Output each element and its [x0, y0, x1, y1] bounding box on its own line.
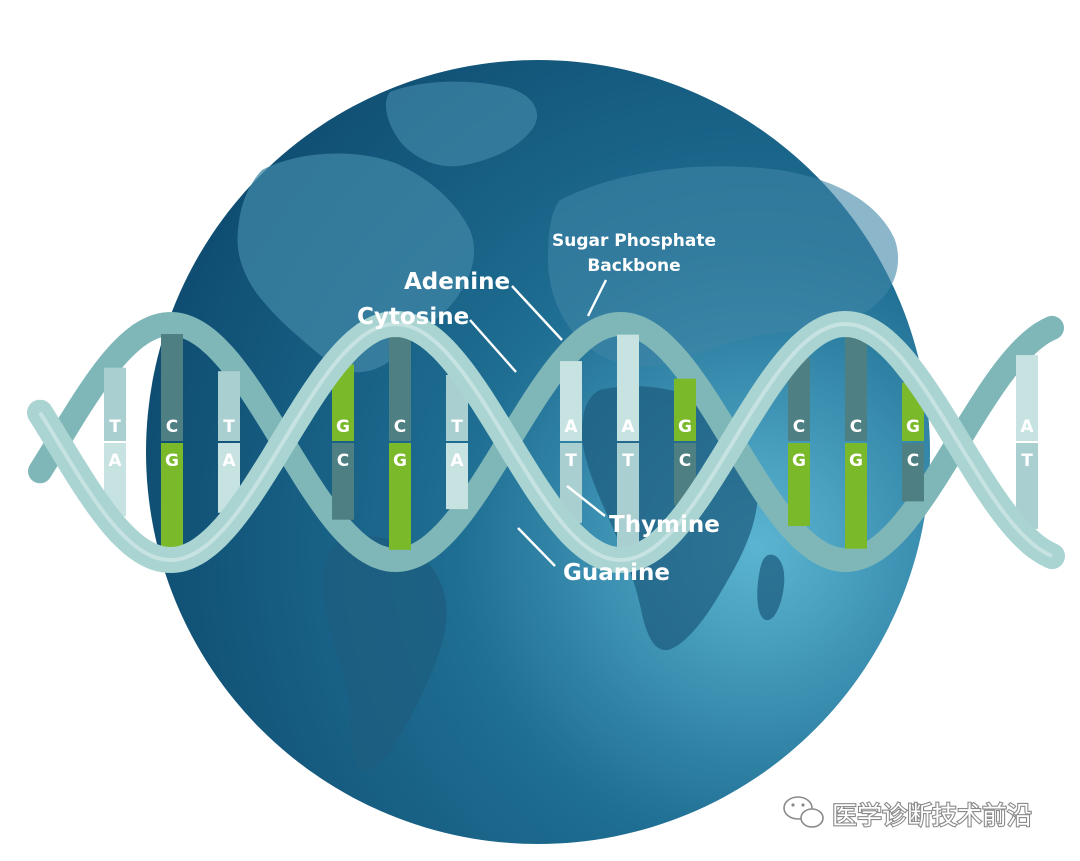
leader-backbone [586, 279, 608, 317]
watermark-text: 医学诊断技术前沿 [832, 801, 1032, 830]
label-guanine: Guanine [563, 560, 670, 586]
callout-lines [469, 279, 608, 567]
leader-adenine [511, 285, 563, 341]
globe [146, 60, 930, 844]
backbone-strand-highlight [38, 321, 1053, 563]
base-pair-10-top [617, 334, 639, 441]
backbone-strand-back [28, 311, 1064, 573]
base-letter-14-bottom: G [849, 451, 863, 471]
continent-madagascar [757, 554, 785, 621]
base-pair-10-bottom [617, 443, 639, 550]
base-letter-17-bottom: T [1021, 451, 1033, 471]
base-pair-1-top [104, 367, 126, 441]
base-pair-3-top [218, 371, 240, 441]
base-letter-10-top: A [621, 417, 635, 437]
base-pair-17-top [1016, 355, 1038, 441]
base-letter-9-bottom: T [565, 451, 577, 471]
base-pair-9-top [560, 361, 582, 441]
base-letter-15-top: G [906, 417, 920, 437]
base-letter-7-top: T [451, 417, 463, 437]
base-pair-5-bottom [332, 443, 354, 520]
backbone-strand-front [27, 310, 1065, 574]
base-letter-3-top: T [223, 417, 235, 437]
base-pair-9-bottom [560, 443, 582, 523]
callout-labels: Sugar Phosphate Backbone Adenine Cytosin… [357, 231, 720, 586]
base-letter-5-top: G [336, 417, 350, 437]
base-letter-13-top: C [793, 417, 805, 437]
base-pair-5-top [332, 364, 354, 441]
watermark: 医学诊断技术前沿 [783, 796, 1033, 831]
leader-guanine [517, 527, 556, 567]
base-letter-3-bottom: A [222, 451, 236, 471]
base-pair-6-top [389, 334, 411, 441]
label-adenine: Adenine [404, 269, 510, 295]
base-letter-1-top: T [109, 417, 121, 437]
leader-cytosine [469, 319, 517, 373]
base-letter-2-bottom: G [165, 451, 179, 471]
base-letter-14-top: C [850, 417, 862, 437]
wechat-icon [783, 796, 824, 828]
base-pair-1-bottom [104, 443, 126, 517]
label-thymine: Thymine [609, 512, 720, 538]
base-pair-14-bottom [845, 443, 867, 549]
label-backbone-line1: Sugar Phosphate [552, 231, 716, 251]
base-pair-13-top [788, 358, 810, 441]
base-pair-6-bottom [389, 443, 411, 550]
base-pair-7-bottom [446, 443, 468, 510]
base-letter-17-top: A [1020, 417, 1034, 437]
base-pair-13-bottom [788, 443, 810, 526]
base-letter-2-top: C [166, 417, 178, 437]
base-letter-11-bottom: C [679, 451, 691, 471]
leader-thymine [566, 485, 606, 517]
base-pair-17-bottom [1016, 443, 1038, 529]
label-cytosine: Cytosine [357, 304, 469, 330]
base-letter-6-bottom: G [393, 451, 407, 471]
base-letter-10-bottom: T [622, 451, 634, 471]
base-letter-1-bottom: A [108, 451, 122, 471]
continent-greenland [385, 81, 538, 167]
base-pair-2-top [161, 334, 183, 441]
label-backbone-line2: Backbone [587, 256, 680, 276]
base-letter-5-bottom: C [337, 451, 349, 471]
base-letter-7-bottom: A [450, 451, 464, 471]
continent-south-america [323, 536, 447, 771]
base-letter-6-top: C [394, 417, 406, 437]
base-pair-15-bottom [902, 443, 924, 502]
base-letter-11-top: G [678, 417, 692, 437]
base-pair-2-bottom [161, 443, 183, 550]
base-pair-14-top [845, 335, 867, 441]
base-pair-11-top [674, 378, 696, 441]
base-letter-15-bottom: C [907, 451, 919, 471]
base-letter-9-top: A [564, 417, 578, 437]
base-letter-13-bottom: G [792, 451, 806, 471]
